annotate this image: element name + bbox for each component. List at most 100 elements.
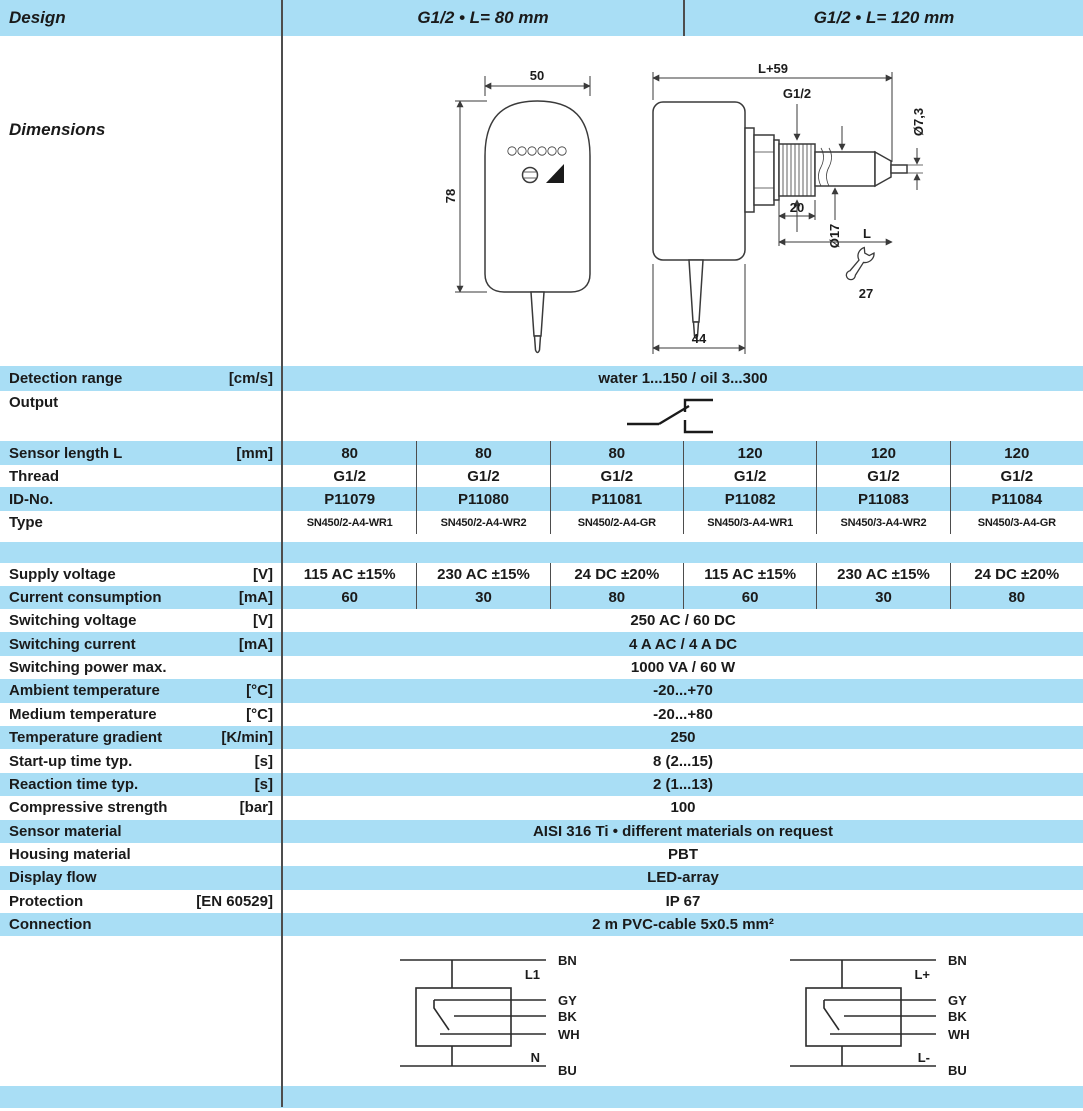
row-unit: [EN 60529] <box>196 892 273 910</box>
dc-wire-bu-label: BU <box>948 1063 967 1078</box>
row-unit: [mm] <box>236 444 273 462</box>
cable-outline <box>530 291 545 337</box>
spec-cell: 120 <box>816 441 949 465</box>
row-unit: [V] <box>253 566 273 583</box>
spec-cell: 120 <box>949 441 1083 465</box>
dc-wire-bk-label: BK <box>948 1009 967 1024</box>
row-label: Switching voltage <box>9 612 137 630</box>
row-value: -20...+70 <box>653 682 713 700</box>
row-value: 250 <box>670 729 696 747</box>
spec-cell: P11079 <box>324 490 376 508</box>
row-display-flow: Display flow LED-array <box>0 866 1083 890</box>
row-detection-range: Detection range[cm/s] water 1...150 / oi… <box>0 366 1083 391</box>
ac-supply-top-label: L1 <box>525 967 540 982</box>
spec-cell: 24 DC ±20% <box>549 563 683 586</box>
row-value: 2 (1...13) <box>652 775 714 793</box>
row-label: Medium temperature <box>9 705 157 723</box>
row-label: Protection <box>9 892 84 910</box>
spec-cell: 80 <box>949 586 1083 609</box>
spec-cell: G1/2 <box>416 465 549 487</box>
spec-cell: 115 AC ±15% <box>682 563 816 586</box>
row-type: Type SN450/2-A4-WR1 SN450/2-A4-WR2 SN450… <box>0 511 1083 534</box>
spec-cell: SN450/2-A4-WR2 <box>416 511 549 534</box>
row-label: Ambient temperature <box>9 682 160 700</box>
row-label: Sensor length L <box>9 444 123 462</box>
row-label: Sensor material <box>9 822 122 840</box>
spec-cell: SN450/3-A4-WR1 <box>682 511 816 534</box>
row-value: 100 <box>670 799 696 817</box>
spec-cell: G1/2 <box>949 465 1083 487</box>
spec-cell: P11082 <box>682 487 816 511</box>
thread-hatching <box>782 144 812 196</box>
led-array <box>507 146 567 156</box>
row-sensor-length: Sensor length L[mm] 80 80 80 120 120 120 <box>0 441 1083 465</box>
dimensions-label: Dimensions <box>9 120 106 139</box>
spec-cell: 30 <box>416 586 549 609</box>
hex-nut <box>753 134 775 206</box>
row-label: Compressive strength <box>9 799 168 817</box>
spacer <box>0 534 1083 542</box>
row-value: 4 A AC / 4 A DC <box>628 635 738 653</box>
spec-cell: 60 <box>341 589 358 606</box>
row-label: Current consumption <box>9 589 162 606</box>
spec-cell: G1/2 <box>549 465 683 487</box>
wiring-diagram-ac: L1 N BN GY BK WH BU <box>400 953 580 1078</box>
row-label: Display flow <box>9 869 97 887</box>
ac-wire-bu-label: BU <box>558 1063 577 1078</box>
spec-cell: SN450/3-A4-GR <box>949 511 1083 534</box>
spec-cell: P11080 <box>416 487 549 511</box>
row-label: Type <box>9 514 43 531</box>
empty-band <box>0 542 1083 563</box>
row-supply-voltage: Supply voltage[V] 115 AC ±15% 230 AC ±15… <box>0 563 1083 586</box>
spec-cell: 30 <box>816 586 949 609</box>
row-unit: [mA] <box>238 589 273 606</box>
spec-cell: 80 <box>549 586 683 609</box>
thread-dim: G1/2 <box>783 86 811 101</box>
wrench-icon <box>845 246 875 281</box>
spec-cell: 115 AC ±15% <box>303 566 396 583</box>
row-unit: [°C] <box>246 705 273 723</box>
front-view-drawing: 50 78 <box>443 68 591 354</box>
row-switching-power: Switching power max. 1000 VA / 60 W <box>0 656 1083 679</box>
spec-cell: 80 <box>549 441 683 465</box>
row-label: Housing material <box>9 846 131 864</box>
dc-wire-wh-label: WH <box>948 1027 970 1042</box>
overall-length-dim: L+59 <box>758 64 788 76</box>
spec-cell: 120 <box>682 441 816 465</box>
row-unit: [s] <box>254 752 273 770</box>
flow-direction-triangle-icon <box>546 164 564 183</box>
row-temperature-gradient: Temperature gradient[K/min] 250 <box>0 725 1083 750</box>
housing-side-outline <box>652 101 746 261</box>
spec-cell: SN450/2-A4-GR <box>549 511 683 534</box>
row-unit: [°C] <box>246 682 273 700</box>
row-label: Temperature gradient <box>9 729 163 747</box>
row-label: ID-No. <box>9 490 54 508</box>
thread-section <box>778 143 816 197</box>
tip-diameter-dim: Ø7,3 <box>911 108 926 136</box>
spec-cell: G1/2 <box>333 467 366 485</box>
adjust-screw-icon <box>521 166 539 184</box>
front-width-dim: 50 <box>530 68 544 83</box>
header-variant-120: G1/2 • L= 120 mm <box>683 0 1083 36</box>
header-row: Design G1/2 • L= 80 mm G1/2 • L= 120 mm <box>0 0 1083 36</box>
row-label: Detection range <box>9 370 123 387</box>
probe-tip <box>890 164 908 174</box>
wiring-section: L1 N BN GY BK WH BU L+ L- BN GY BK WH BU <box>0 936 1083 1086</box>
row-unit: [bar] <box>239 799 273 817</box>
row-value: IP 67 <box>665 892 701 910</box>
ac-wire-bn-label: BN <box>558 953 577 968</box>
row-medium-temperature: Medium temperature [°C] -20...+80 <box>0 703 1083 726</box>
row-unit: [mA] <box>238 635 273 653</box>
wiring-diagram-dc: L+ L- BN GY BK WH BU <box>790 953 970 1078</box>
row-startup-time: Start-up time typ.[s] 8 (2...15) <box>0 749 1083 772</box>
dc-supply-top-label: L+ <box>914 967 930 982</box>
row-output: Output <box>0 391 1083 441</box>
dc-wire-gy-label: GY <box>948 993 967 1008</box>
row-value: -20...+80 <box>653 705 713 723</box>
ac-wire-gy-label: GY <box>558 993 577 1008</box>
spec-cell: 80 <box>416 441 549 465</box>
spec-cell: SN450/3-A4-WR2 <box>816 511 949 534</box>
row-unit: [cm/s] <box>228 370 273 387</box>
spec-cell: P11084 <box>949 487 1083 511</box>
header-variant-80: G1/2 • L= 80 mm <box>417 8 549 27</box>
